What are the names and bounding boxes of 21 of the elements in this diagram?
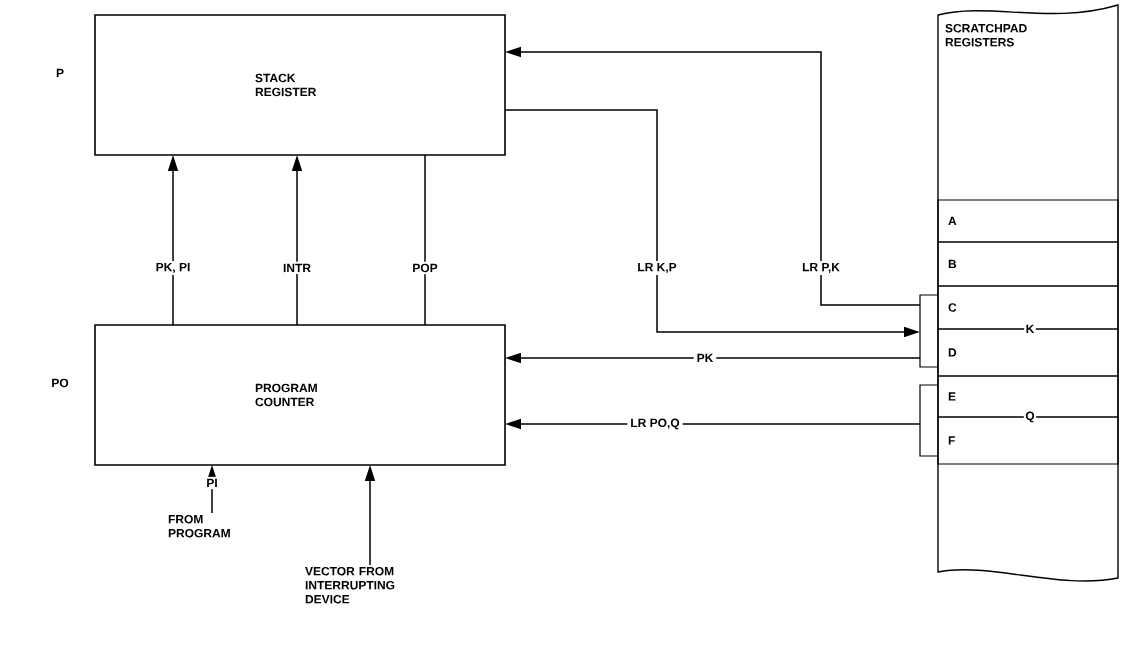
source-text: FROM PROGRAM	[168, 515, 230, 538]
connector-line	[424, 154, 426, 326]
row-label: PO	[49, 377, 71, 389]
edge-label: LR P,K	[799, 260, 843, 276]
pair-label: K	[1024, 323, 1036, 335]
edge-label: LR PO,Q	[627, 416, 683, 432]
edge-label: POP	[409, 261, 441, 275]
edge-label: PI	[203, 476, 221, 490]
edge-label: LR K,P	[634, 260, 680, 276]
register-cell: A	[937, 199, 1119, 243]
row-label: P	[54, 67, 66, 79]
source-text: VECTOR FROM INTERRUPTING DEVICE	[305, 567, 395, 604]
register-box: PROGRAM COUNTER	[94, 324, 506, 466]
edge-label: PK, PI	[152, 260, 194, 276]
bracket	[919, 384, 939, 457]
bracket	[919, 294, 939, 368]
pair-label: Q	[1023, 410, 1037, 424]
register-box: STACK REGISTER	[94, 14, 506, 156]
edge-label: INTR	[280, 261, 314, 275]
edge-label: PK	[693, 351, 717, 365]
register-cell: B	[937, 241, 1119, 287]
